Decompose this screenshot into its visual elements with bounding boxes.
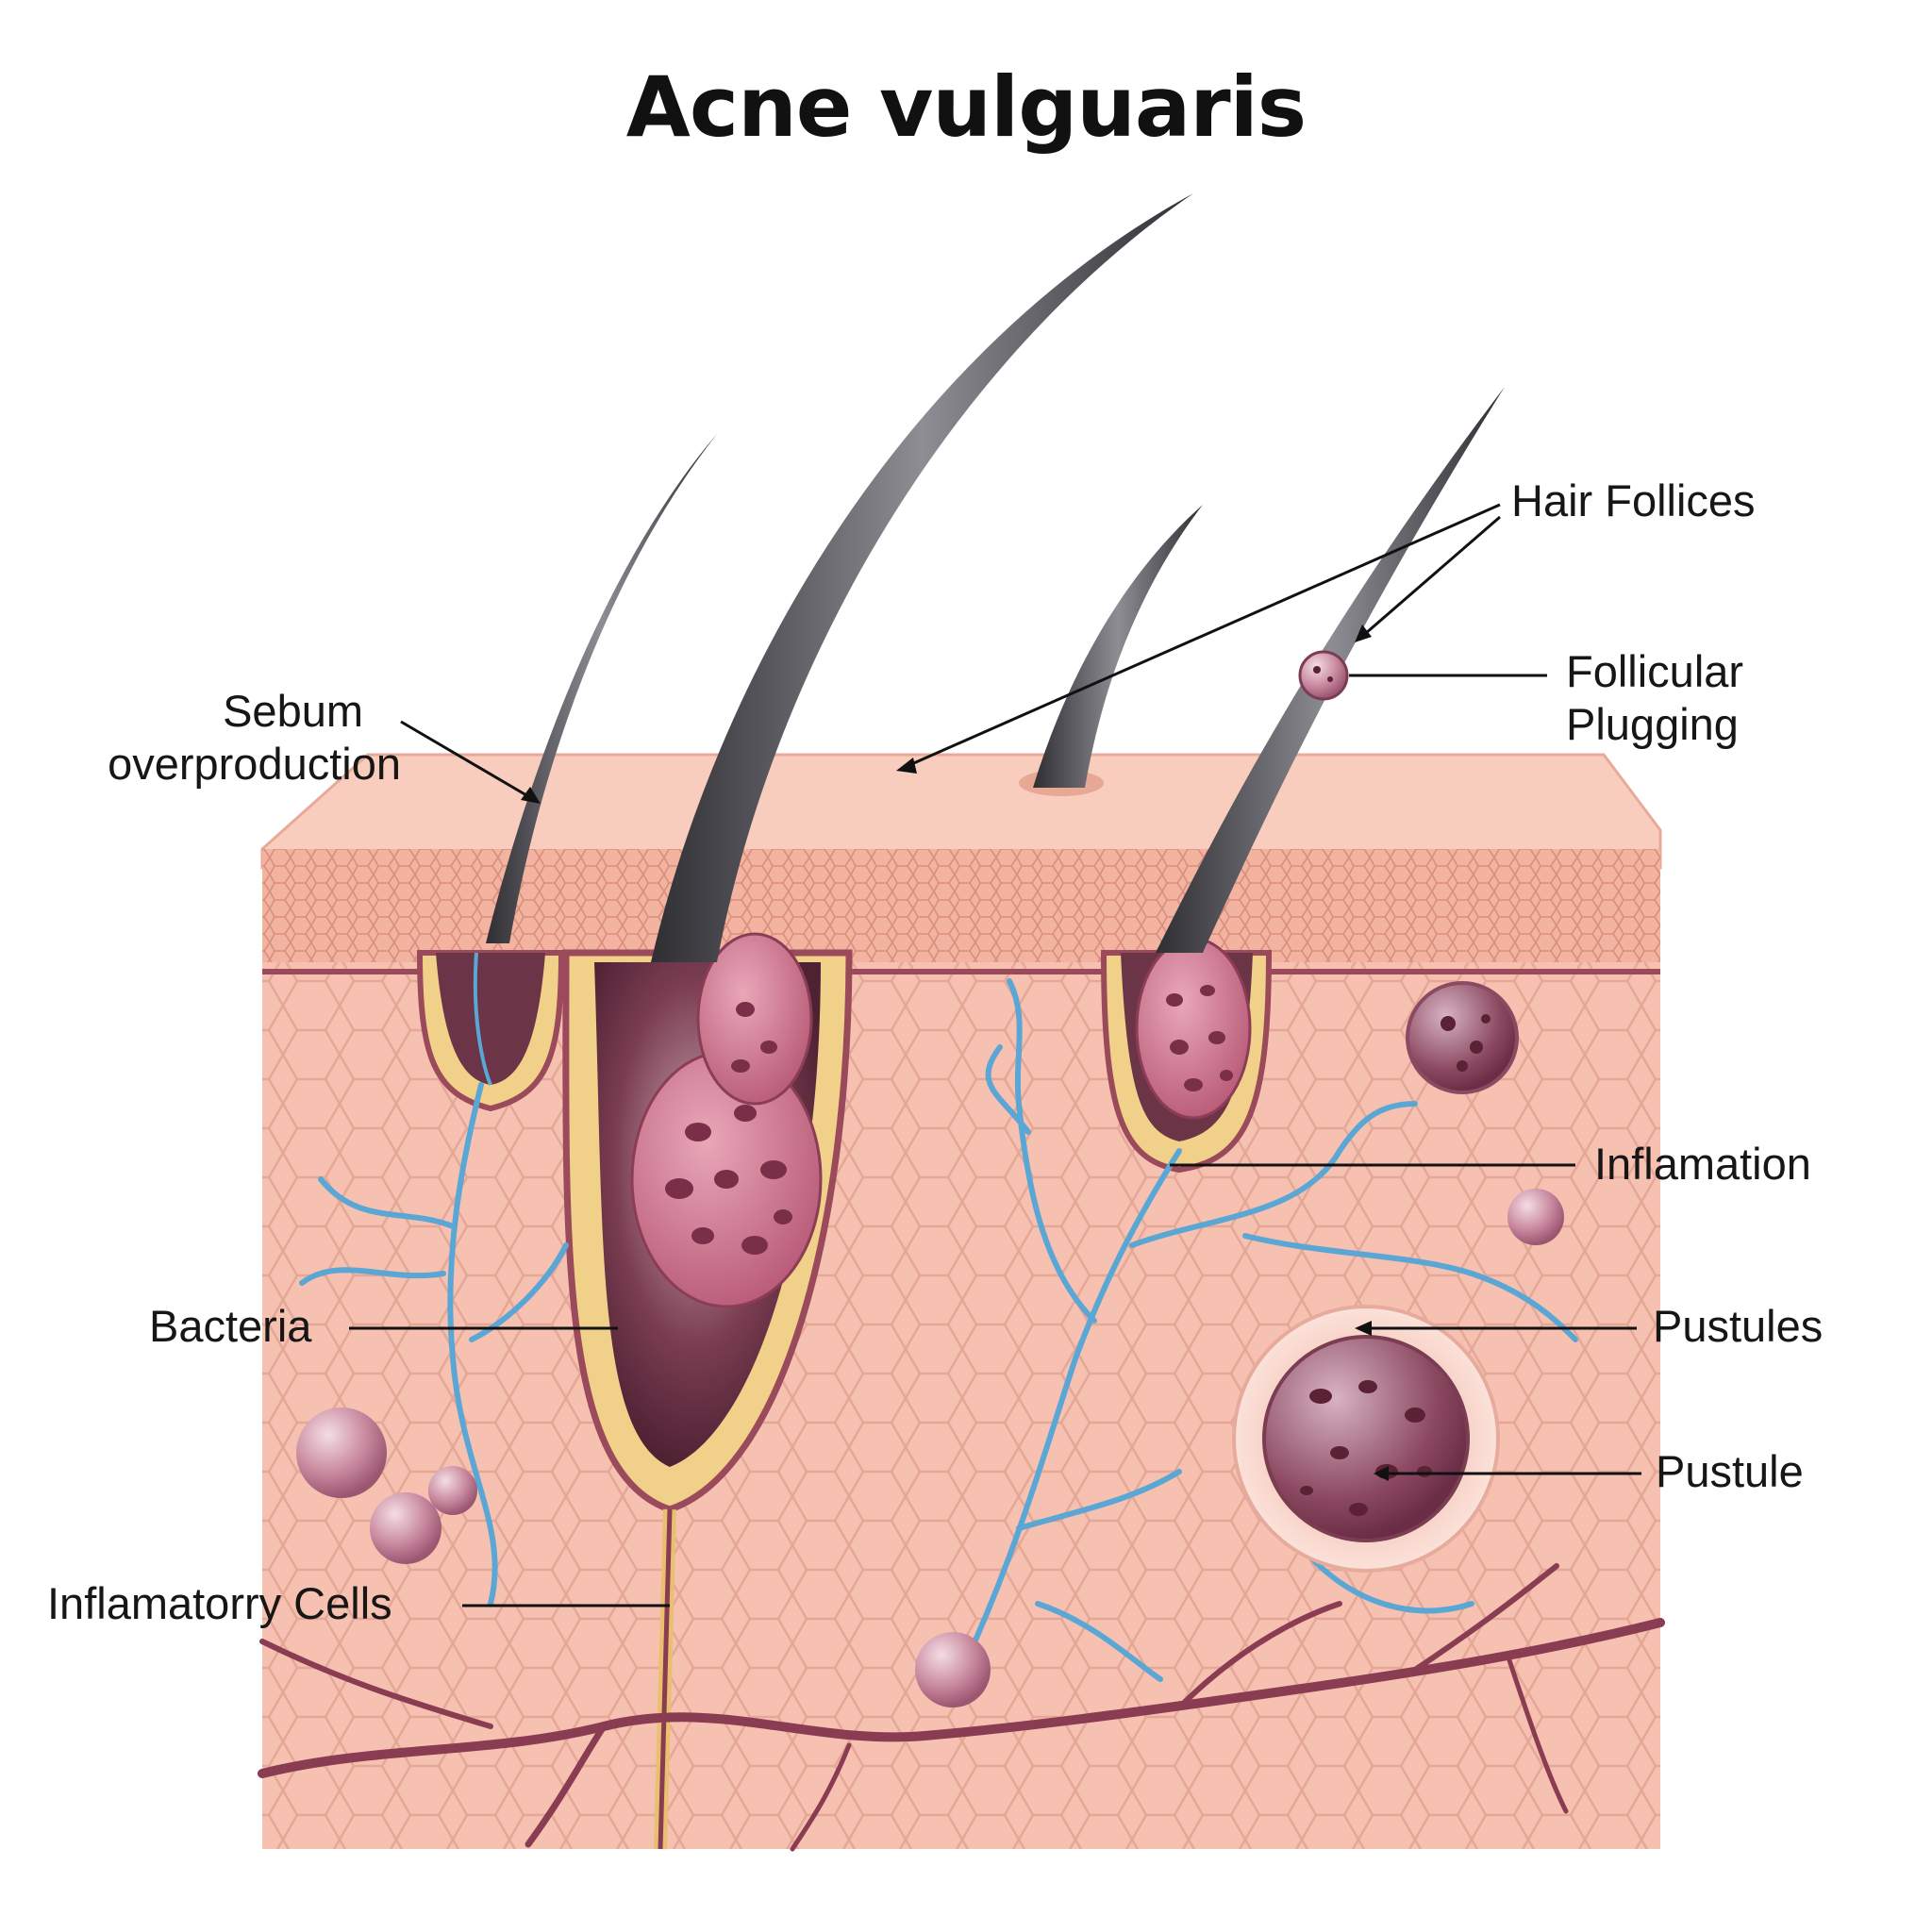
label-sebum-line1: Sebum	[223, 686, 363, 736]
label-inflammatory-cells: Inflamatorry Cells	[47, 1578, 392, 1628]
label-hair-follicles: Hair Follices	[1511, 475, 1756, 525]
inflammatory-cell-small	[428, 1466, 477, 1515]
hair-small	[1033, 505, 1203, 788]
pustule-small	[1507, 1189, 1564, 1245]
blood-vessels	[258, 1563, 1665, 1852]
cyst-top	[1406, 981, 1519, 1094]
follicle-right	[1100, 937, 1273, 1174]
label-sebum-line2: overproduction	[108, 739, 401, 789]
label-follicular-line1: Follicular	[1566, 646, 1744, 696]
label-pustules: Pustules	[1653, 1301, 1824, 1351]
arrowheads	[521, 625, 1389, 1481]
follicular-plug	[1298, 650, 1349, 701]
label-follicular-plugging: Follicular Plugging	[1566, 645, 1743, 751]
label-pustule: Pustule	[1656, 1446, 1804, 1496]
hair-left	[486, 434, 717, 943]
label-inflamation: Inflamation	[1594, 1139, 1811, 1189]
nerve-network	[299, 978, 1578, 1682]
pustule-large	[1262, 1335, 1470, 1542]
follicle-center	[562, 932, 853, 1850]
inflammatory-cell-bottom	[915, 1632, 991, 1707]
inflammatory-cell-large	[296, 1407, 387, 1498]
label-follicular-line2: Plugging	[1566, 699, 1739, 749]
label-sebum-overproduction: Sebum overproduction	[75, 685, 401, 791]
follicle-left	[416, 950, 565, 1112]
hair-center	[651, 193, 1193, 962]
diagram-title: Acne vulguaris	[625, 58, 1307, 156]
leader-lines	[349, 503, 1641, 1607]
label-bacteria: Bacteria	[149, 1301, 312, 1351]
inflammatory-cell-medium	[370, 1492, 441, 1564]
